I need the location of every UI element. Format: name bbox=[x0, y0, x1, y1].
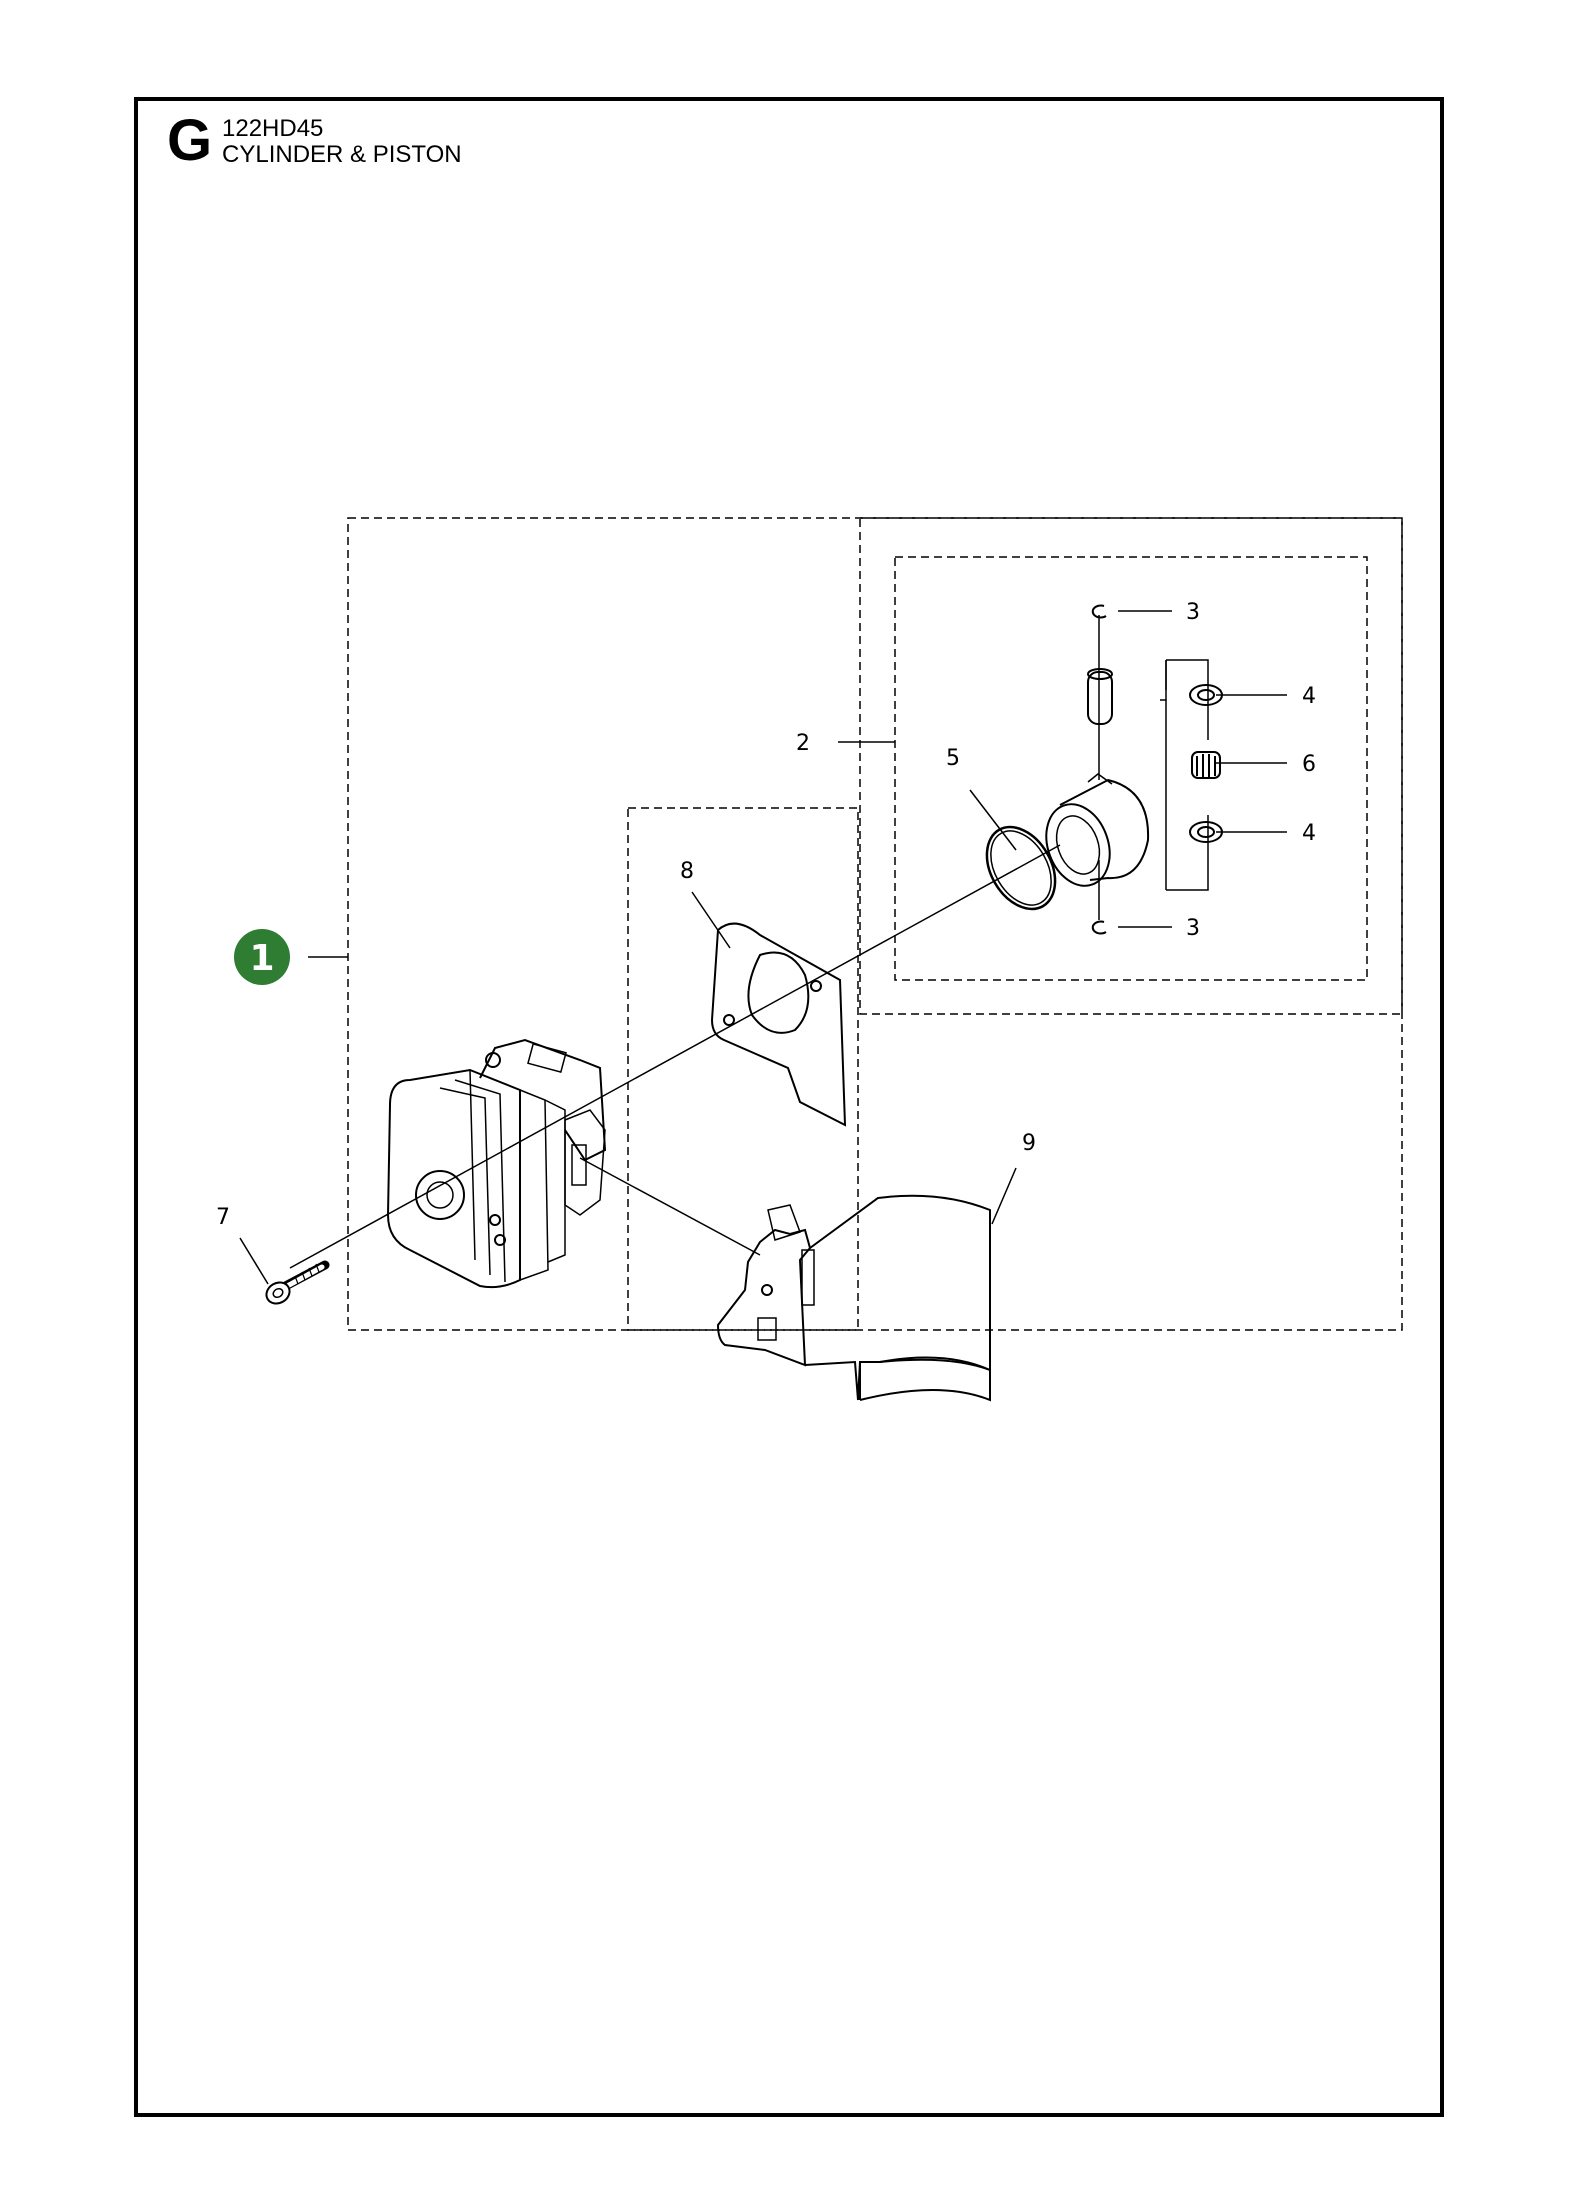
callout-7: 7 bbox=[216, 1205, 230, 1230]
model-number: 122HD45 bbox=[222, 115, 324, 142]
callout-8: 8 bbox=[680, 859, 694, 884]
gasket-box bbox=[627, 807, 859, 1331]
callout-2: 2 bbox=[796, 731, 810, 756]
assembly-badge bbox=[234, 929, 290, 985]
callout-5: 5 bbox=[946, 746, 960, 771]
page-title: CYLINDER & PISTON bbox=[222, 141, 462, 168]
assembly-badge-number: 1 bbox=[249, 938, 274, 979]
assembly-box-1 bbox=[347, 517, 1403, 1331]
piston-outer-box bbox=[859, 517, 1403, 1015]
section-letter: G bbox=[167, 108, 213, 173]
page-frame bbox=[134, 97, 1444, 2117]
callout-3-top: 3 bbox=[1186, 600, 1200, 625]
callout-4-top: 4 bbox=[1302, 684, 1316, 709]
callout-3-bottom: 3 bbox=[1186, 916, 1200, 941]
callout-9: 9 bbox=[1022, 1131, 1036, 1156]
callout-6: 6 bbox=[1302, 752, 1316, 777]
piston-kit-box bbox=[894, 556, 1368, 981]
callout-4-bottom: 4 bbox=[1302, 821, 1316, 846]
